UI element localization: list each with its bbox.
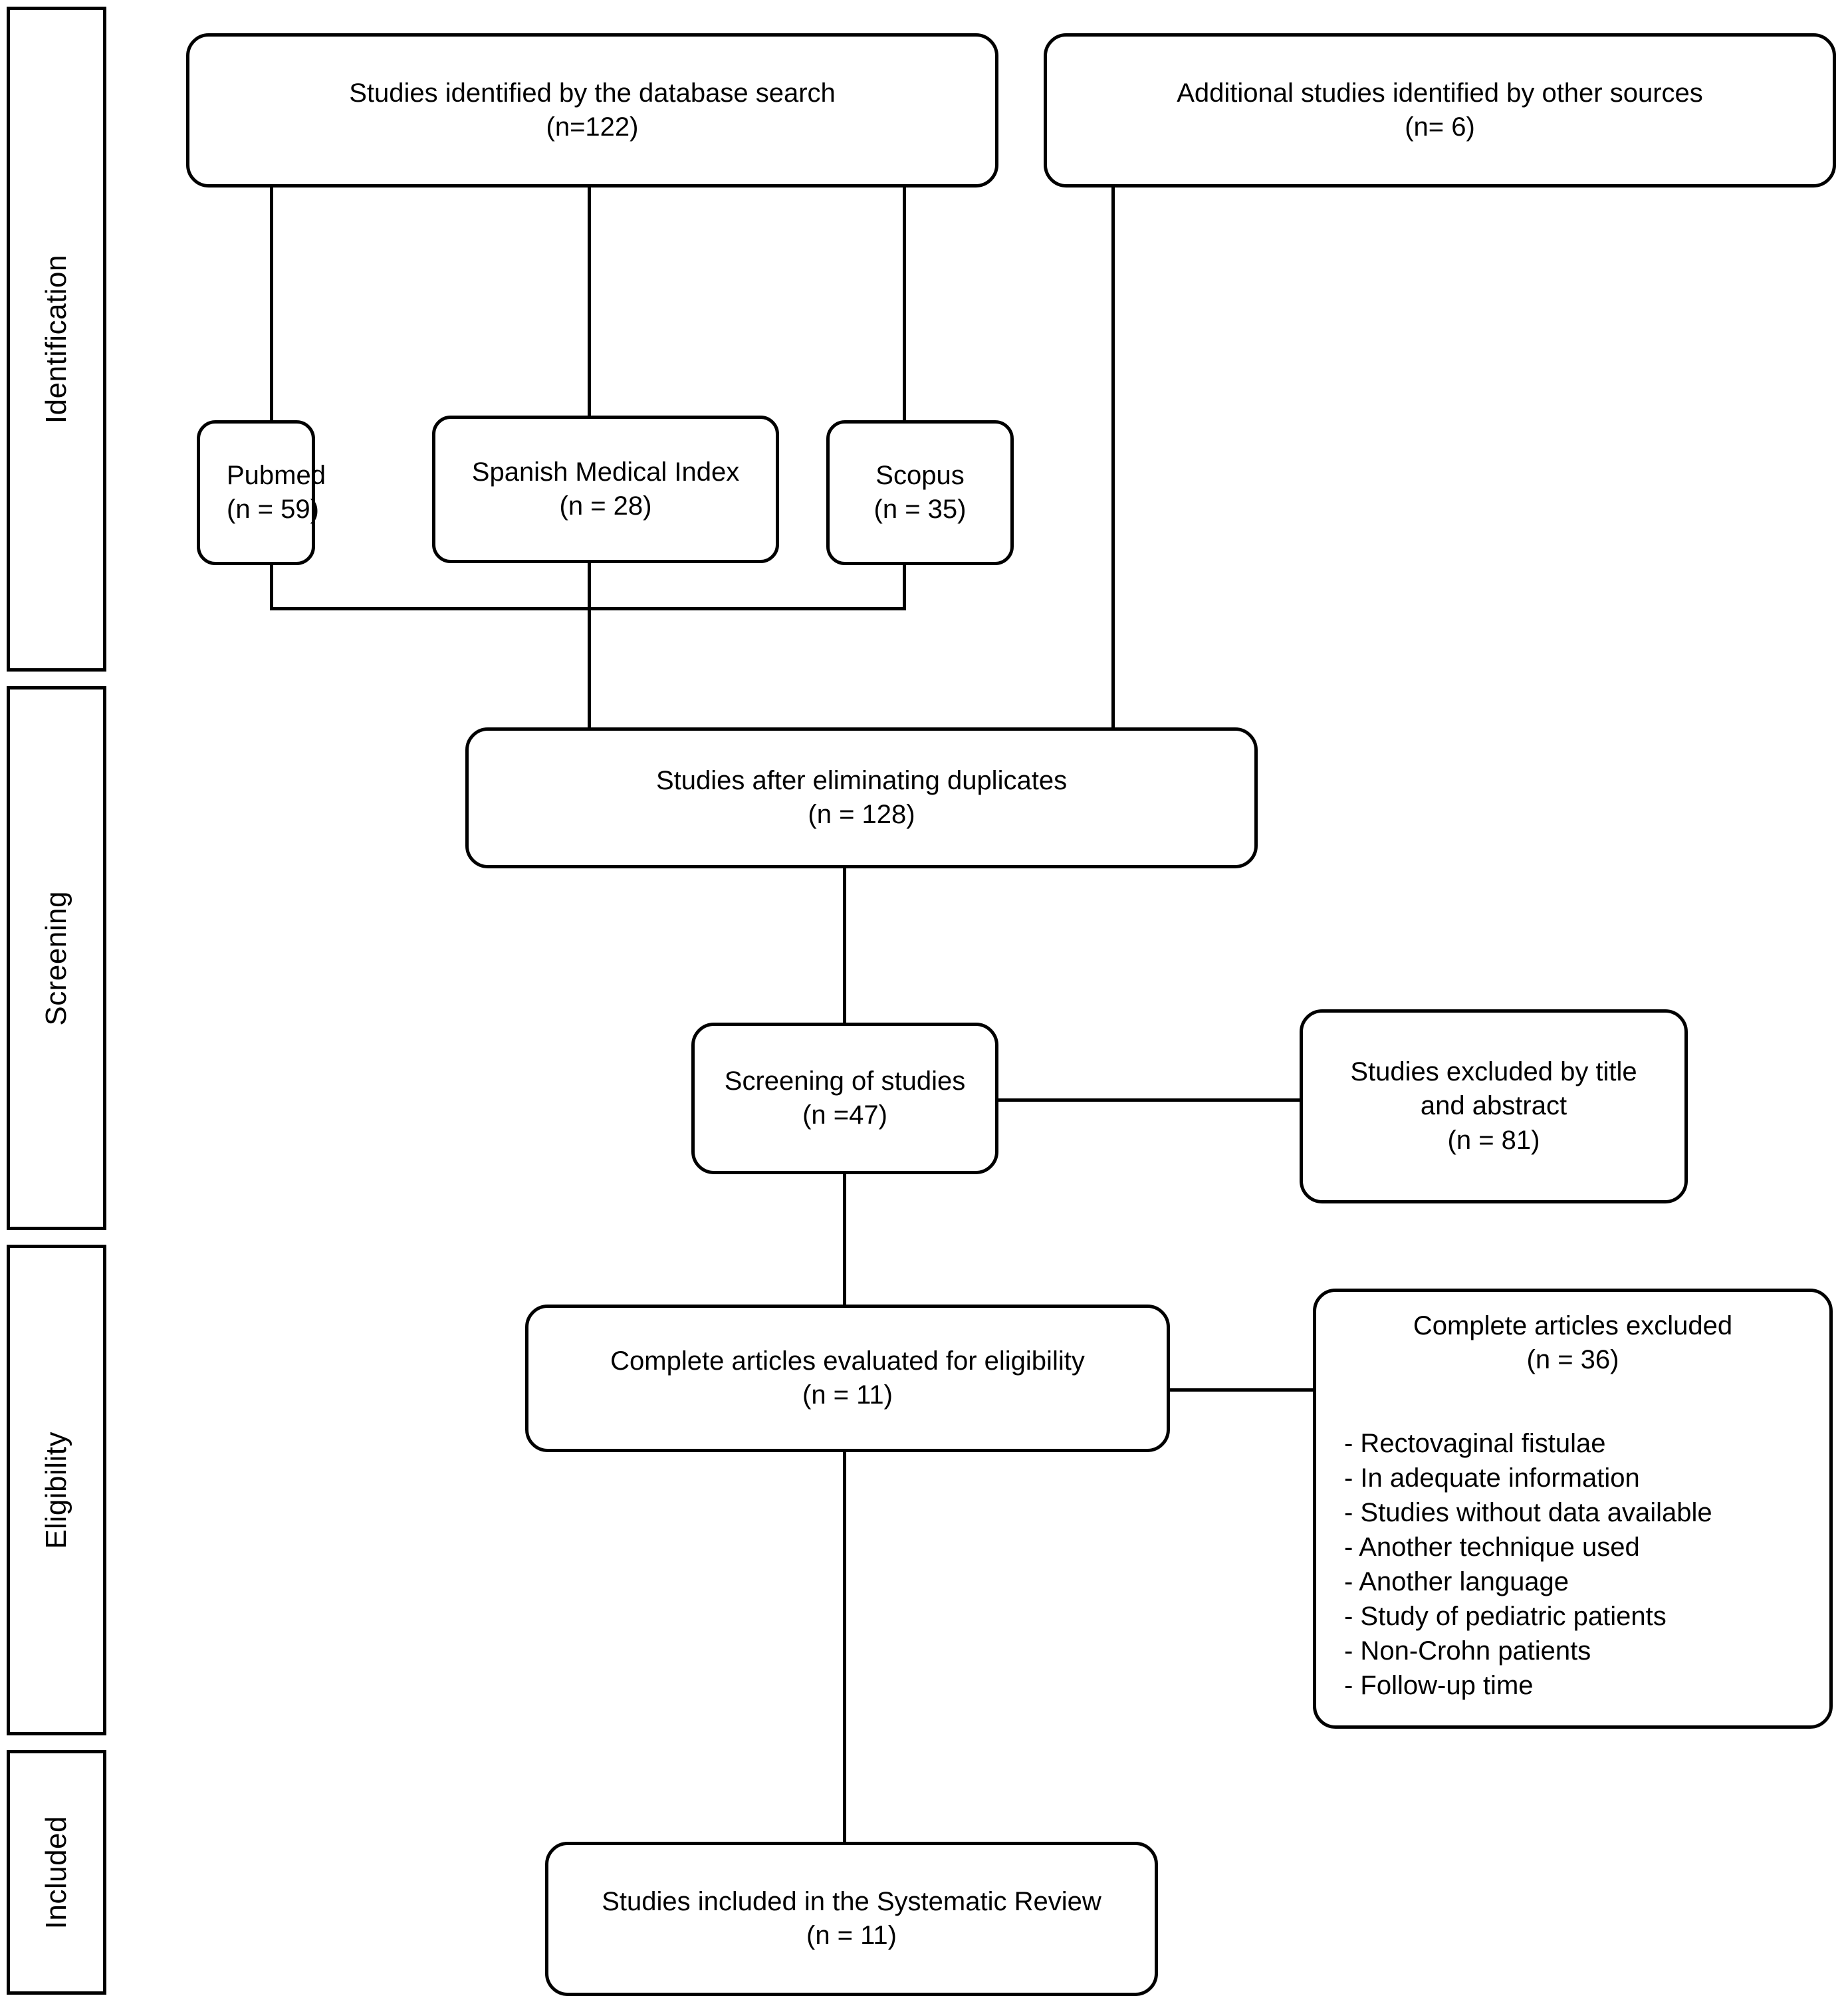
- node-spanish-medical-index-count: (n = 28): [559, 491, 652, 521]
- connector-dbsearch-to-scopus: [903, 185, 906, 422]
- node-excluded-title-abstract-count: (n = 81): [1447, 1125, 1540, 1155]
- exclusion-reason-item: - Non-Crohn patients: [1344, 1636, 1591, 1666]
- exclusion-reason-item: - Follow-up time: [1344, 1671, 1534, 1701]
- node-other-sources-count: (n= 6): [1405, 112, 1475, 142]
- connector-dbsearch-to-pubmed: [270, 185, 273, 422]
- stage-label-included: Included: [40, 1815, 72, 1930]
- stage-band-identification: Identification: [7, 7, 106, 672]
- node-after-duplicates: Studies after eliminating duplicates (n …: [465, 727, 1258, 868]
- stage-label-screening: Screening: [40, 890, 72, 1026]
- node-full-text-assessed-count: (n = 11): [802, 1380, 893, 1410]
- stage-label-eligibility: Eligibility: [40, 1431, 72, 1549]
- exclusion-reason-item: - In adequate information: [1344, 1463, 1640, 1493]
- node-excluded-title-abstract-line1: Studies excluded by title: [1350, 1057, 1637, 1087]
- connector-fulltext-to-included: [843, 1448, 846, 1844]
- node-after-duplicates-count: (n = 128): [808, 800, 915, 829]
- stage-band-eligibility: Eligibility: [7, 1245, 106, 1735]
- node-excluded-title-abstract-line2: and abstract: [1420, 1091, 1567, 1121]
- stage-label-identification: Identification: [40, 254, 72, 424]
- exclusion-reason-item: - Rectovaginal fistulae: [1344, 1429, 1606, 1459]
- node-included-studies-count: (n = 11): [806, 1921, 897, 1950]
- exclusion-reason-item: - Another language: [1344, 1567, 1569, 1597]
- connector-databases-to-duplicates: [588, 561, 591, 730]
- node-screening-of-studies-label: Screening of studies: [724, 1066, 966, 1096]
- node-other-sources-line1: Additional studies identified by other s…: [1177, 78, 1703, 108]
- connector-dbsearch-to-spanish: [588, 185, 591, 418]
- node-full-text-excluded: Complete articles excluded (n = 36) - Re…: [1313, 1289, 1833, 1729]
- node-included-studies-label: Studies included in the Systematic Revie…: [602, 1886, 1101, 1916]
- node-screening-of-studies-count: (n =47): [802, 1100, 887, 1130]
- node-pubmed-count: (n = 59): [227, 495, 319, 524]
- stage-band-screening: Screening: [7, 686, 106, 1230]
- connector-fulltext-to-excluded-full: [1169, 1388, 1315, 1392]
- node-included-studies: Studies included in the Systematic Revie…: [545, 1842, 1158, 1996]
- node-pubmed: Pubmed (n = 59): [197, 420, 326, 565]
- exclusion-reason-item: - Another technique used: [1344, 1533, 1640, 1563]
- node-other-sources: Additional studies identified by other s…: [1044, 33, 1836, 188]
- exclusion-reasons-list: - Rectovaginal fistulae - In adequate in…: [1326, 1426, 1712, 1703]
- node-scopus-label: Scopus: [875, 460, 965, 490]
- connector-scopus-down: [903, 561, 906, 610]
- node-spanish-medical-index-label: Spanish Medical Index: [471, 457, 740, 487]
- node-database-search-line1: Studies identified by the database searc…: [349, 78, 836, 108]
- connector-othersources-to-duplicates: [1111, 185, 1115, 730]
- node-full-text-excluded-head: Complete articles excluded (n = 36): [1326, 1309, 1820, 1377]
- node-database-search-count: (n=122): [546, 112, 639, 142]
- stage-band-included: Included: [7, 1750, 106, 1995]
- node-full-text-excluded-line1: Complete articles excluded: [1413, 1311, 1733, 1340]
- connector-screening-to-fulltext: [843, 1172, 846, 1305]
- node-after-duplicates-label: Studies after eliminating duplicates: [655, 765, 1068, 795]
- node-full-text-assessed-label: Complete articles evaluated for eligibil…: [610, 1346, 1085, 1376]
- exclusion-reason-item: - Study of pediatric patients: [1344, 1602, 1667, 1632]
- node-scopus: Scopus (n = 35): [826, 420, 1014, 565]
- node-scopus-count: (n = 35): [873, 495, 967, 524]
- node-pubmed-label: Pubmed: [227, 460, 326, 490]
- exclusion-reason-item: - Studies without data available: [1344, 1498, 1712, 1528]
- connector-screening-to-excluded-title: [996, 1098, 1302, 1102]
- node-full-text-excluded-count: (n = 36): [1526, 1345, 1619, 1375]
- node-spanish-medical-index: Spanish Medical Index (n = 28): [432, 416, 779, 563]
- connector-pubmed-down: [270, 564, 273, 610]
- node-excluded-title-abstract: Studies excluded by title and abstract (…: [1300, 1009, 1688, 1203]
- connector-duplicates-to-screening: [843, 866, 846, 1025]
- node-screening-of-studies: Screening of studies (n =47): [691, 1023, 998, 1174]
- node-database-search: Studies identified by the database searc…: [186, 33, 998, 188]
- node-full-text-assessed: Complete articles evaluated for eligibil…: [525, 1305, 1170, 1452]
